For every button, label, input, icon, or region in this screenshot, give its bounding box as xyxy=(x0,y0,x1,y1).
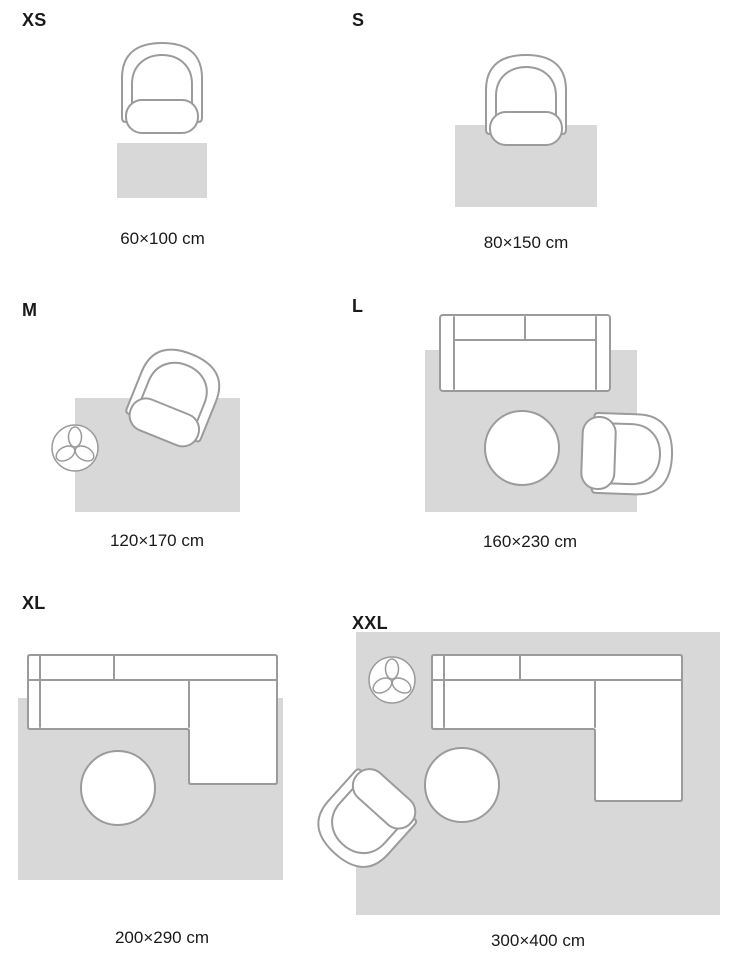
armchair-icon xyxy=(121,42,203,134)
pouf-icon xyxy=(484,410,560,486)
illustration-m xyxy=(51,338,240,512)
dimension-label-l: 160×230 cm xyxy=(482,532,578,551)
size-label-s: S xyxy=(352,10,365,30)
size-label-l: L xyxy=(352,296,364,316)
armchair-icon xyxy=(485,54,567,146)
size-section-s: S 80×150 cm xyxy=(340,0,730,285)
size-label-xs: XS xyxy=(22,10,47,30)
dimension-label-m: 120×170 cm xyxy=(109,531,205,550)
size-label-xxl: XXL xyxy=(352,613,388,633)
size-section-xs: XS 60×100 cm xyxy=(0,0,340,285)
pouf-icon xyxy=(80,750,156,826)
size-section-xl: XL 200×290 cm xyxy=(0,585,340,960)
size-label-m: M xyxy=(22,300,38,320)
sofa-icon xyxy=(439,314,611,392)
dimension-label-s: 80×150 cm xyxy=(483,233,569,252)
armchair-icon xyxy=(579,411,675,497)
plant-icon xyxy=(51,424,99,472)
illustration-l xyxy=(425,314,675,512)
rug-xs xyxy=(117,143,207,198)
dimension-label-xs: 60×100 cm xyxy=(120,229,205,248)
size-section-l: L 160×230 cm xyxy=(340,288,730,585)
illustration-xs xyxy=(117,42,207,198)
illustration-s xyxy=(455,54,597,207)
illustration-xl xyxy=(18,654,283,880)
dimension-label-xl: 200×290 cm xyxy=(114,928,210,947)
dimension-label-xxl: 300×400 cm xyxy=(490,931,586,950)
plant-icon xyxy=(368,656,416,704)
illustration-xxl xyxy=(304,632,720,915)
pouf-icon xyxy=(424,747,500,823)
size-section-m: M 120×170 cm xyxy=(0,290,340,585)
size-label-xl: XL xyxy=(22,593,46,613)
size-section-xxl: XXL 300×400 cm xyxy=(304,605,730,960)
